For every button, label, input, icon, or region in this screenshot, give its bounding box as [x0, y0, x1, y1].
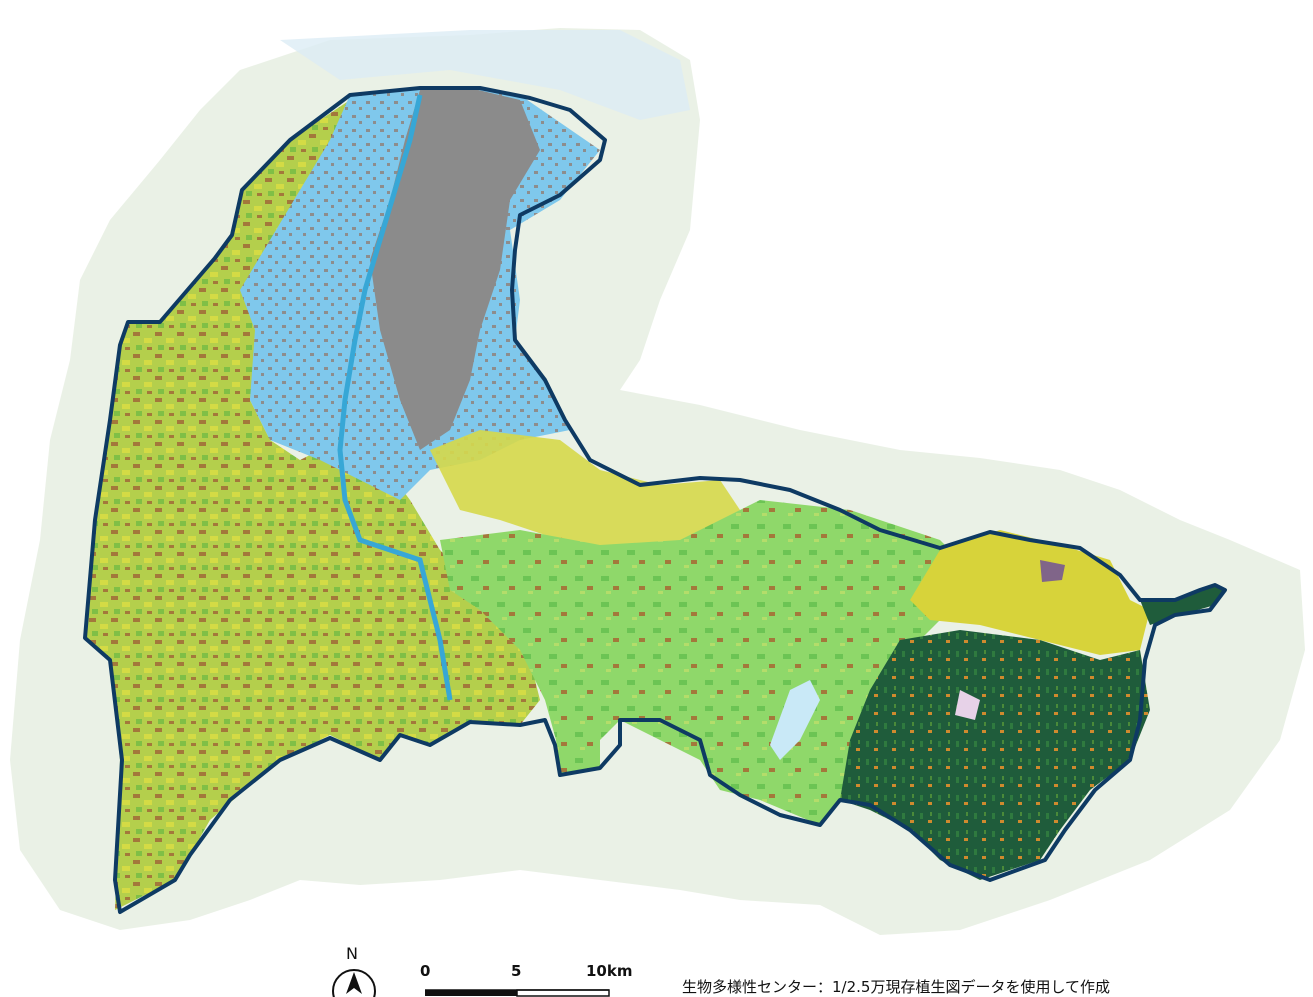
scale-label-0: 0 — [420, 962, 431, 980]
east-strip — [1140, 585, 1225, 625]
study-area-boundary — [83, 86, 1227, 914]
scale-label-5: 5 — [511, 962, 522, 980]
lake — [770, 680, 820, 760]
mixed-vegetation-zone — [85, 100, 540, 910]
scale-label-10km: 10km — [586, 962, 633, 980]
scale-bar — [425, 989, 610, 997]
grassland-zone — [440, 500, 960, 825]
buffer-water — [280, 30, 690, 120]
bare-ground — [955, 690, 980, 720]
alpine-zone — [1040, 560, 1065, 582]
upland-farmland-zone — [910, 530, 1150, 655]
urban-zone — [370, 88, 540, 450]
river — [337, 94, 453, 701]
north-label: N — [346, 944, 358, 963]
north-arrow-icon — [332, 969, 376, 997]
data-credit: 生物多様性センター：1/2.5万現存植生図データを使用して作成 — [682, 978, 1111, 996]
conifer-forest-zone — [840, 630, 1150, 880]
farmland-zone — [430, 430, 740, 550]
